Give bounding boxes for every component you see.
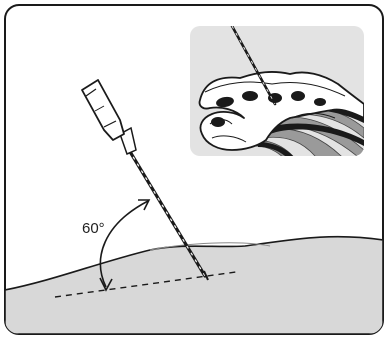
angle-label: 60° bbox=[82, 220, 105, 237]
vertebral-anatomy-inset bbox=[190, 26, 364, 165]
